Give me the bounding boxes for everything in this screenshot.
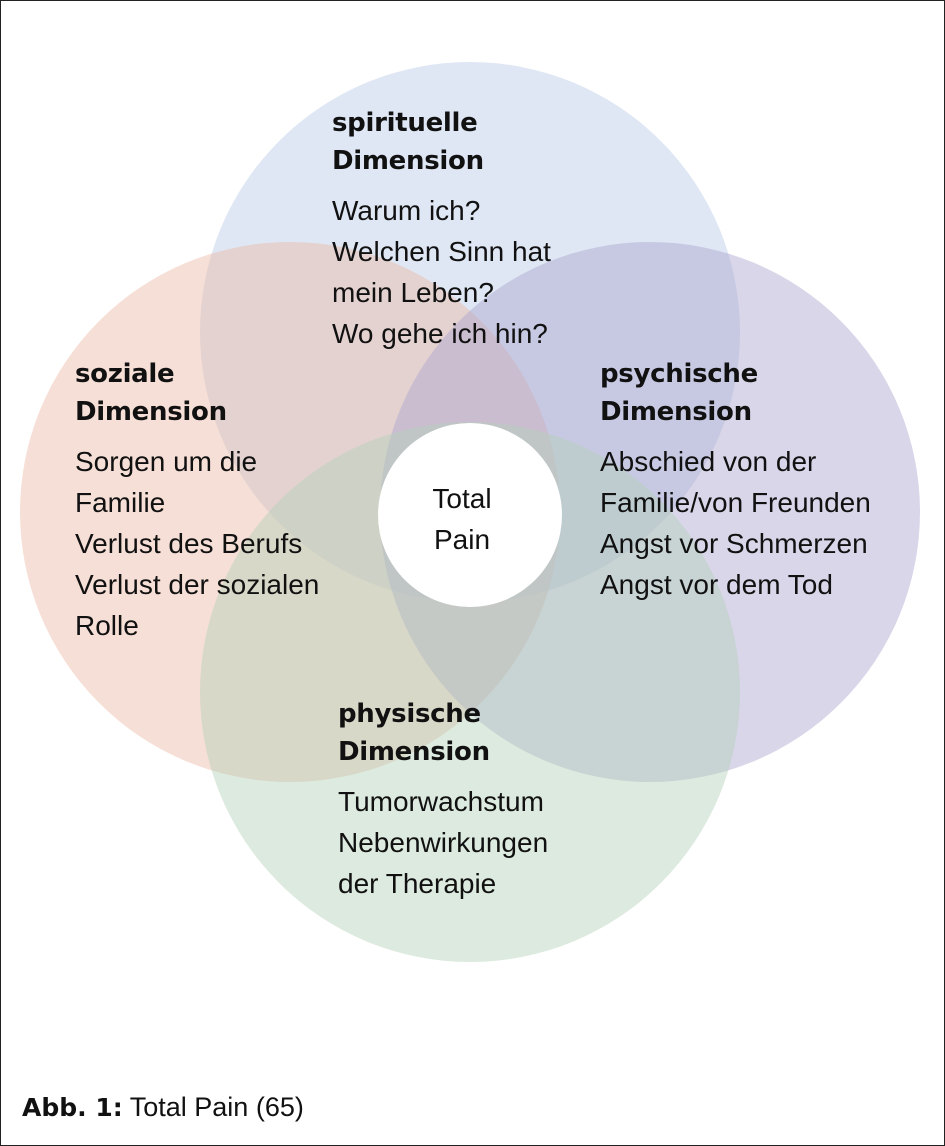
physical-line-3: der Therapie xyxy=(338,868,497,899)
social-line-4: Verlust der sozialen xyxy=(75,569,320,600)
social-heading-line-1: soziale xyxy=(75,359,175,389)
center-hole xyxy=(378,423,562,607)
physical-heading-line-1: physische xyxy=(338,699,481,729)
spiritual-line-1: Warum ich? xyxy=(332,195,481,226)
spiritual-heading-line-2: Dimension xyxy=(332,146,484,176)
physical-line-2: Nebenwirkungen xyxy=(338,827,549,858)
circle-physical xyxy=(200,422,740,962)
social-line-5: Rolle xyxy=(75,610,139,641)
social-dimension-label: soziale Dimension Sorgen um die Familie … xyxy=(75,355,319,646)
psychic-line-2: Familie/von Freunden xyxy=(600,487,871,518)
social-line-1: Sorgen um die xyxy=(75,446,258,477)
caption-text: Total Pain (65) xyxy=(122,1092,304,1122)
physical-dimension-label: physische Dimension Tumorwachstum Nebenw… xyxy=(338,695,548,904)
center-line-2: Pain xyxy=(433,524,491,555)
spiritual-line-4: Wo gehe ich hin? xyxy=(332,318,548,349)
spiritual-dimension-label: spirituelle Dimension Warum ich? Welchen… xyxy=(332,104,551,354)
circle-spiritual xyxy=(200,62,740,602)
social-line-3: Verlust des Berufs xyxy=(75,528,303,559)
circle-social xyxy=(20,242,560,782)
psychic-heading-line-1: psychische xyxy=(600,359,758,389)
center-line-1: Total xyxy=(432,483,492,514)
psychic-line-1: Abschied von der xyxy=(600,446,817,477)
caption-prefix: Abb. 1: xyxy=(22,1093,123,1122)
spiritual-line-3: mein Leben? xyxy=(332,277,494,308)
psychic-line-4: Angst vor dem Tod xyxy=(600,569,833,600)
social-heading-line-2: Dimension xyxy=(75,397,227,427)
spiritual-line-2: Welchen Sinn hat xyxy=(332,236,551,267)
total-pain-center-label: Total Pain xyxy=(400,478,524,560)
physical-line-1: Tumorwachstum xyxy=(338,786,544,817)
social-line-2: Familie xyxy=(75,487,166,518)
psychic-line-3: Angst vor Schmerzen xyxy=(600,528,868,559)
psychic-dimension-label: psychische Dimension Abschied von der Fa… xyxy=(600,355,871,605)
circle-psychic xyxy=(380,242,920,782)
psychic-heading-line-2: Dimension xyxy=(600,397,752,427)
spiritual-heading-line-1: spirituelle xyxy=(332,108,478,138)
figure-caption: Abb. 1: Total Pain (65) xyxy=(22,1092,304,1123)
physical-heading-line-2: Dimension xyxy=(338,737,490,767)
